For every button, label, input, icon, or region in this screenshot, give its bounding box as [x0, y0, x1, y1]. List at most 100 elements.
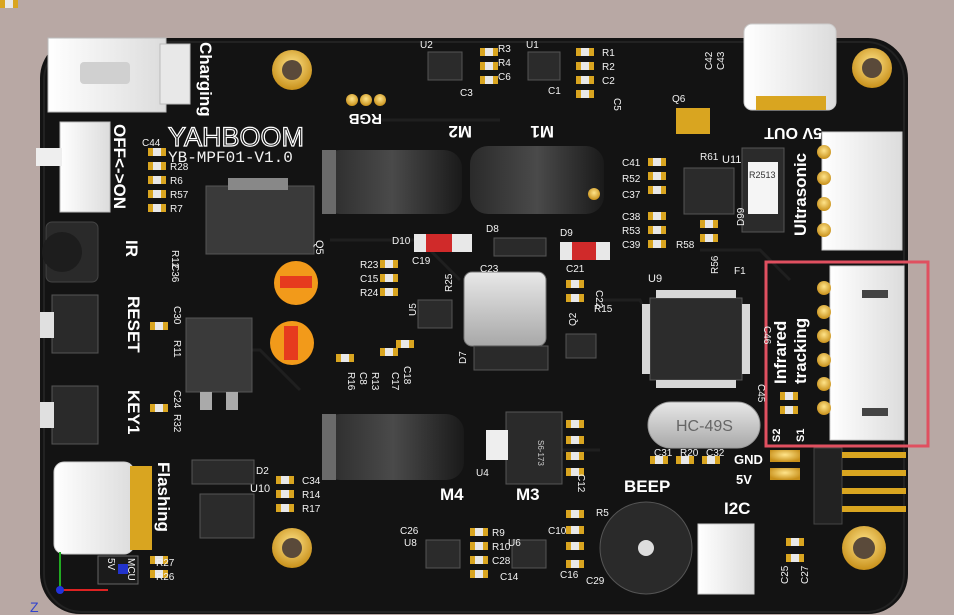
motor-m3-label: M3 [516, 485, 540, 504]
svg-text:C14: C14 [500, 572, 519, 583]
svg-text:C25: C25 [780, 565, 791, 584]
polarity-pad-2 [270, 321, 314, 365]
svg-text:C1: C1 [548, 86, 561, 97]
svg-text:C15: C15 [360, 274, 379, 285]
svg-text:R14: R14 [302, 490, 321, 501]
svg-text:R2513: R2513 [749, 170, 776, 180]
svg-text:C42: C42 [704, 51, 715, 70]
chip-u2 [427, 51, 463, 81]
svg-text:C8: C8 [357, 372, 368, 385]
svg-text:C21: C21 [566, 264, 585, 275]
svg-text:C43: C43 [716, 51, 727, 70]
svg-text:C10: C10 [548, 526, 567, 537]
svg-text:R10: R10 [492, 542, 511, 553]
svg-text:C27: C27 [800, 565, 811, 584]
svg-text:C29: C29 [586, 576, 605, 587]
svg-text:R13: R13 [369, 372, 380, 391]
chip-u11 [683, 167, 735, 215]
svg-text:R5: R5 [596, 508, 609, 519]
smd-passives [0, 0, 18, 8]
infrared-label-2: tracking [791, 318, 810, 384]
svg-text:C46: C46 [761, 326, 772, 345]
svg-text:U1: U1 [526, 40, 539, 51]
ultrasonic-connector[interactable] [817, 131, 903, 251]
polarity-pad-1 [274, 261, 318, 305]
electrolytic-cap-2 [470, 146, 604, 214]
svg-text:R25: R25 [444, 273, 455, 292]
svg-text:U11: U11 [722, 154, 741, 166]
svg-text:C39: C39 [622, 240, 641, 251]
svg-text:C16: C16 [560, 570, 579, 581]
reset-button[interactable] [40, 294, 99, 354]
svg-text:R53: R53 [622, 226, 641, 237]
svg-text:C5: C5 [611, 98, 622, 111]
flashing-usb-port[interactable] [53, 461, 152, 555]
buzzer [599, 501, 693, 595]
svg-text:R57: R57 [170, 190, 189, 201]
svg-text:R2: R2 [602, 62, 615, 73]
svg-text:C34: C34 [302, 476, 321, 487]
svg-text:R58: R58 [676, 240, 695, 251]
svg-text:R3: R3 [498, 44, 511, 55]
svg-text:D7: D7 [458, 351, 469, 364]
svg-text:C19: C19 [412, 256, 431, 267]
svg-text:R16: R16 [345, 372, 356, 391]
svg-text:F1: F1 [734, 266, 746, 277]
svg-text:D2: D2 [256, 466, 269, 477]
electrolytic-cap-1 [322, 150, 462, 214]
ir-label: IR [122, 240, 141, 257]
svg-text:R61: R61 [700, 152, 719, 163]
diode-d9 [560, 242, 610, 260]
usb-out-label: 5V OUT [764, 124, 822, 141]
svg-text:U10: U10 [250, 483, 270, 495]
diode-d2 [191, 459, 255, 485]
svg-text:C3: C3 [460, 88, 473, 99]
reference-designators: U2 U1 R3 R4 C6 C1 R1 R2 C2 C3 C5 C42 C43… [142, 40, 811, 587]
svg-text:C37: C37 [622, 190, 641, 201]
svg-text:Q6: Q6 [672, 94, 686, 105]
usb-5v-out-port[interactable] [743, 23, 837, 111]
svg-text:R56: R56 [710, 255, 721, 274]
svg-text:R12: R12 [169, 250, 180, 269]
charging-label: Charging [196, 42, 215, 117]
reset-label: RESET [124, 296, 143, 353]
svg-text:C2: C2 [602, 76, 615, 87]
i2c-connector[interactable] [697, 523, 755, 595]
svg-text:Q5: Q5 [313, 240, 325, 255]
gpio-pin-header[interactable] [770, 447, 906, 525]
charging-jack[interactable] [47, 37, 191, 113]
svg-text:C26: C26 [400, 526, 419, 537]
svg-text:R9: R9 [492, 528, 505, 539]
svg-text:U5: U5 [408, 303, 419, 316]
power-switch[interactable] [36, 121, 111, 213]
svg-text:C32: C32 [706, 448, 725, 459]
flashing-label: Flashing [154, 462, 173, 532]
svg-text:R11: R11 [171, 340, 182, 358]
transistor-q6 [676, 108, 710, 134]
i2c-label: I2C [724, 499, 750, 518]
crystal-oscillator [647, 401, 761, 449]
rgb-pads [346, 94, 386, 106]
transistor-q2 [565, 333, 597, 359]
svg-text:U8: U8 [404, 538, 417, 549]
diode-d10 [414, 234, 472, 252]
svg-text:C23: C23 [480, 264, 499, 275]
key1-button[interactable] [40, 385, 99, 445]
svg-text:D10: D10 [392, 236, 411, 247]
crystal-label: HC-49S [676, 418, 733, 435]
infrared-tracking-connector[interactable] [817, 265, 905, 441]
svg-text:S6-173: S6-173 [536, 440, 545, 466]
svg-text:R24: R24 [360, 288, 379, 299]
diode-d8 [493, 237, 547, 257]
v5-small-label: 5V [105, 558, 116, 571]
svg-text:U4: U4 [476, 468, 489, 479]
svg-text:U2: U2 [420, 40, 433, 51]
svg-text:D99: D99 [736, 207, 747, 226]
svg-text:C36: C36 [169, 264, 180, 283]
svg-text:C24: C24 [171, 390, 182, 409]
motor-m1-label: M1 [530, 122, 554, 141]
rgb-label: RGB [349, 110, 383, 127]
svg-text:R28: R28 [170, 162, 189, 173]
regulator-r2513 [741, 147, 785, 233]
